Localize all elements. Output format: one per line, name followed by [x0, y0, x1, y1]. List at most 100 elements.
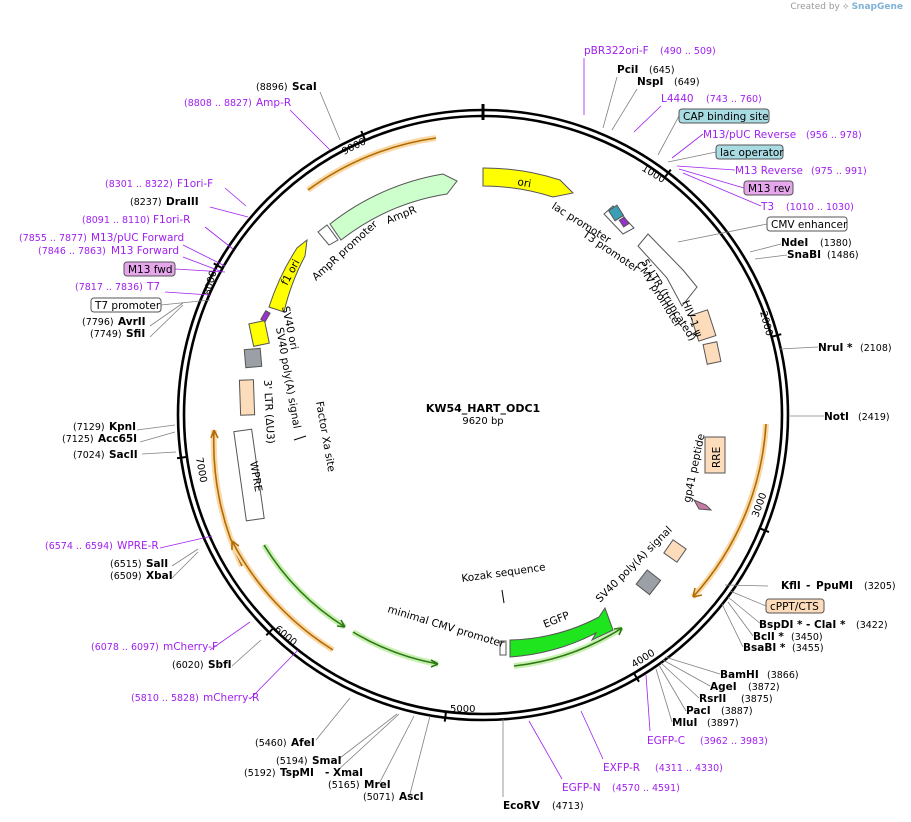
label-cmv-enhancer: CMV enhancer — [771, 219, 848, 231]
connector-line — [204, 226, 234, 250]
connector-line — [727, 601, 754, 637]
label-m13-rev: M13 rev — [748, 183, 791, 195]
feature-3ltr — [238, 379, 256, 416]
enzyme-bcli-pos: (3450) — [791, 632, 823, 643]
primer-f1ori-r: F1ori-R — [153, 214, 190, 226]
tick-mark — [771, 333, 782, 338]
label-kozak: Kozak sequence — [461, 561, 547, 585]
primer-exfp-r: EXFP-R — [603, 762, 640, 774]
enzyme-ppumi: PpuMI — [816, 580, 853, 592]
feature-ampr — [329, 173, 458, 241]
enzyme-nrui: NruI * — [818, 342, 853, 354]
enzyme-mrei-pos: (5165) — [328, 780, 360, 791]
enzyme-afei: AfeI — [291, 737, 315, 749]
connector-line — [660, 662, 700, 699]
connector-line — [779, 346, 819, 350]
connector-line — [658, 664, 687, 712]
connector-line — [657, 115, 680, 156]
connector-line — [409, 715, 431, 795]
primer-m13-reverse: M13 Reverse — [735, 165, 803, 177]
enzyme-smai-pos: (5194) — [276, 756, 308, 767]
primer-mcherry-f-range: (6078 .. 6097) — [91, 642, 159, 653]
connector-line — [209, 206, 249, 218]
enzyme-pcii: PciI — [617, 64, 638, 76]
label-egfp: EGFP — [542, 609, 572, 630]
enzyme-labels: (8896) ScaI PciI (645) NspI (649) (8237)… — [62, 64, 896, 812]
enzyme-kpni-pos: (7129) — [73, 422, 105, 433]
feature-egfp — [509, 606, 614, 658]
enzyme-pcii-pos: (645) — [649, 65, 675, 76]
snapgene-logo-icon: ⟡ — [842, 2, 849, 12]
tick-mark — [633, 672, 640, 683]
connector-line — [528, 720, 563, 780]
feature-factor-xa — [293, 435, 307, 441]
enzyme-bspdi: BspDI * — [759, 619, 803, 631]
enzyme-mlui-pos: (3897) — [707, 718, 739, 729]
connector-line — [379, 715, 415, 783]
primer-t7: T7 — [146, 281, 160, 293]
label-lac-operator: lac operator — [720, 147, 784, 159]
box-t7-promoter — [90, 297, 162, 313]
enzyme-bamhi-pos: (3866) — [767, 670, 799, 681]
enzyme-acc65i-pos: (7125) — [62, 434, 94, 445]
primer-amp-r: Amp-R — [256, 97, 291, 109]
enzyme-afei-pos: (5460) — [255, 738, 287, 749]
enzyme-avrii-pos: (7796) — [82, 317, 114, 328]
enzyme-clai: ClaI * — [814, 619, 846, 631]
tick-mark — [663, 168, 672, 179]
primer-f1ori-f: F1ori-F — [177, 178, 213, 190]
enzyme-sfii: SfiI — [126, 328, 145, 340]
connector-line — [662, 659, 711, 687]
connector-line — [671, 133, 704, 159]
connector-line — [633, 105, 662, 133]
box-cmv-enhancer — [766, 216, 848, 232]
tick-mark — [360, 130, 367, 141]
enzyme-noti: NotI — [824, 411, 849, 423]
feature-5ltr — [689, 309, 717, 342]
connector-line — [678, 168, 745, 189]
connector-line — [580, 710, 604, 760]
connector-line — [724, 584, 769, 587]
connector-line — [664, 656, 721, 675]
credit-text: Created by — [790, 2, 840, 12]
primer-egfp-c: EGFP-C — [647, 735, 685, 747]
box-m13-fwd — [123, 261, 176, 277]
primer-egfp-n-range: (4570 .. 4591) — [612, 783, 680, 794]
connector-line — [149, 302, 184, 327]
enzyme-rsrii: RsrII — [699, 693, 726, 705]
tick-label-6000: 6000 — [272, 624, 299, 649]
connector-line — [754, 254, 788, 260]
box-lac-operator — [715, 144, 784, 160]
box-cap-binding-site — [678, 108, 770, 124]
enzyme-bamhi: BamHI — [720, 669, 759, 681]
enzyme-sbfi-pos: (6020) — [172, 660, 204, 671]
enzyme-ndei-pos: (1380) — [820, 238, 852, 249]
connector-line — [182, 256, 221, 272]
connector-line — [139, 431, 176, 443]
connector-line — [727, 596, 762, 625]
outer-arcs — [210, 135, 769, 669]
feature-gp41 — [692, 498, 713, 511]
connector-line — [677, 223, 768, 243]
label-m13-fwd: M13 fwd — [128, 264, 173, 276]
arc-green-2 — [351, 629, 439, 667]
tick-label-1000: 1000 — [639, 163, 666, 186]
feature-wpre — [233, 428, 265, 522]
svg-text:-: - — [806, 619, 810, 631]
label-cppt-cts: cPPT/CTS — [770, 601, 819, 613]
box-m13-rev — [743, 180, 794, 196]
plasmid-length: 9620 bp — [462, 416, 503, 427]
plasmid-name: KW54_HART_ODC1 — [426, 402, 540, 415]
feature-sv40ori — [248, 319, 270, 347]
primer-l4440-range: (743 .. 760) — [706, 94, 762, 105]
primer-amp-r-range: (8808 .. 8827) — [184, 98, 252, 109]
enzyme-asci-pos: (5071) — [363, 792, 395, 803]
primer-labels: pBR322ori-F (490 .. 509) L4440 (743 .. 7… — [19, 45, 867, 794]
tick-mark — [759, 527, 770, 534]
connector-line — [174, 268, 226, 273]
boxed-features: CAP binding site lac operator M13 rev CM… — [90, 108, 848, 614]
svg-text:-: - — [325, 767, 329, 779]
connector-line — [164, 291, 211, 296]
primer-mcherry-f: mCherry-F — [163, 641, 218, 653]
primer-egfp-n: EGFP-N — [562, 782, 601, 794]
